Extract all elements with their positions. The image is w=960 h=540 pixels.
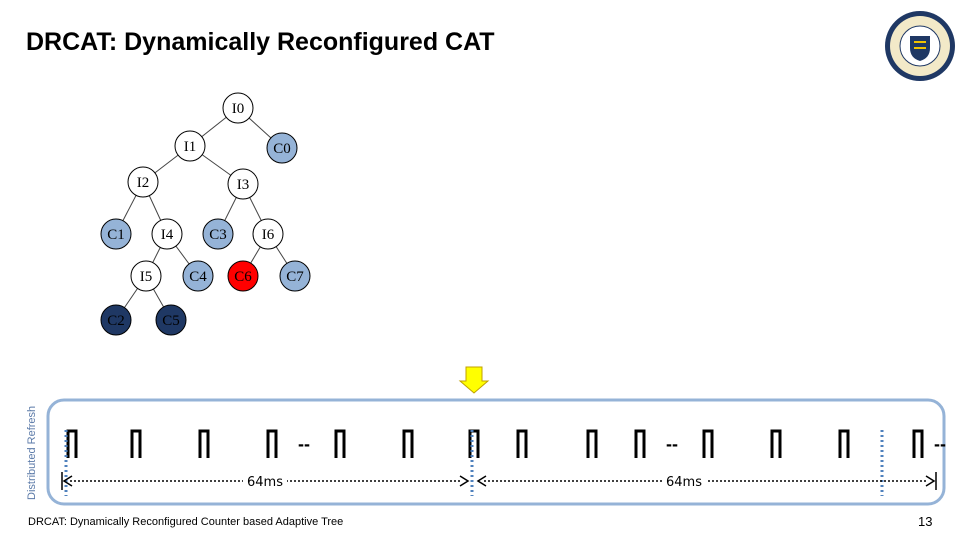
refresh-pulse — [266, 429, 278, 458]
gap-marker: -- — [934, 434, 946, 454]
tree-node-label: C0 — [273, 141, 291, 157]
tree-node-label: I5 — [140, 269, 153, 285]
tree-node-label: C2 — [107, 313, 125, 329]
tree-node-i0: I0 — [222, 92, 254, 124]
refresh-pulse — [838, 429, 850, 458]
interval-label: 64ms — [247, 475, 283, 490]
tree-node-label: I2 — [137, 175, 150, 191]
university-seal-logo — [885, 11, 955, 81]
tree-node-c4: C4 — [182, 260, 214, 292]
arrow-left-icon — [476, 475, 487, 487]
tree-node-label: I0 — [232, 101, 245, 117]
arrow-right-icon — [925, 475, 936, 487]
timeline-frame — [46, 398, 946, 506]
refresh-pulse — [334, 429, 346, 458]
refresh-pulse — [634, 429, 646, 458]
interval-label: 64ms — [666, 475, 702, 490]
tree-node-label: C7 — [286, 269, 304, 285]
refresh-pulse — [130, 429, 142, 458]
distributed-refresh-label: Distributed Refresh — [26, 405, 38, 500]
refresh-pulse — [702, 429, 714, 458]
tree-node-label: I3 — [237, 177, 250, 193]
tree-node-c3: C3 — [202, 218, 234, 250]
tree-node-i4: I4 — [151, 218, 183, 250]
refresh-pulse — [66, 429, 78, 458]
tree-node-c1: C1 — [100, 218, 132, 250]
gap-marker: -- — [666, 434, 678, 454]
refresh-pulse — [468, 429, 480, 458]
tree-node-i2: I2 — [127, 166, 159, 198]
slide-title: DRCAT: Dynamically Reconfigured CAT — [26, 28, 495, 56]
refresh-pulse — [198, 429, 210, 458]
tree-node-label: I1 — [184, 139, 197, 155]
refresh-pulse — [516, 429, 528, 458]
tree-node-label: C5 — [162, 313, 180, 329]
arrow-left-icon — [62, 475, 73, 487]
tree-node-c0: C0 — [266, 132, 298, 164]
tree-node-c6: C6 — [227, 260, 259, 292]
tree-node-i3: I3 — [227, 168, 259, 200]
footer-text: DRCAT: Dynamically Reconfigured Counter … — [28, 516, 344, 528]
tree-node-label: I6 — [262, 227, 275, 243]
tree-node-i5: I5 — [130, 260, 162, 292]
tree-node-label: C4 — [189, 269, 207, 285]
tree-node-c5: C5 — [155, 304, 187, 336]
page-number: 13 — [918, 514, 933, 529]
tree-node-c7: C7 — [279, 260, 311, 292]
tree-node-label: C3 — [209, 227, 227, 243]
gap-marker: -- — [298, 434, 310, 454]
down-arrow-icon — [458, 366, 490, 394]
tree-node-label: C1 — [107, 227, 125, 243]
tree-node-label: C6 — [234, 269, 252, 285]
arrow-right-icon — [459, 475, 470, 487]
refresh-pulse — [912, 429, 924, 458]
tree-node-label: I4 — [161, 227, 174, 243]
tree-node-c2: C2 — [100, 304, 132, 336]
refresh-pulse — [586, 429, 598, 458]
tree-node-i6: I6 — [252, 218, 284, 250]
refresh-pulse — [770, 429, 782, 458]
refresh-pulse — [402, 429, 414, 458]
tree-node-i1: I1 — [174, 130, 206, 162]
